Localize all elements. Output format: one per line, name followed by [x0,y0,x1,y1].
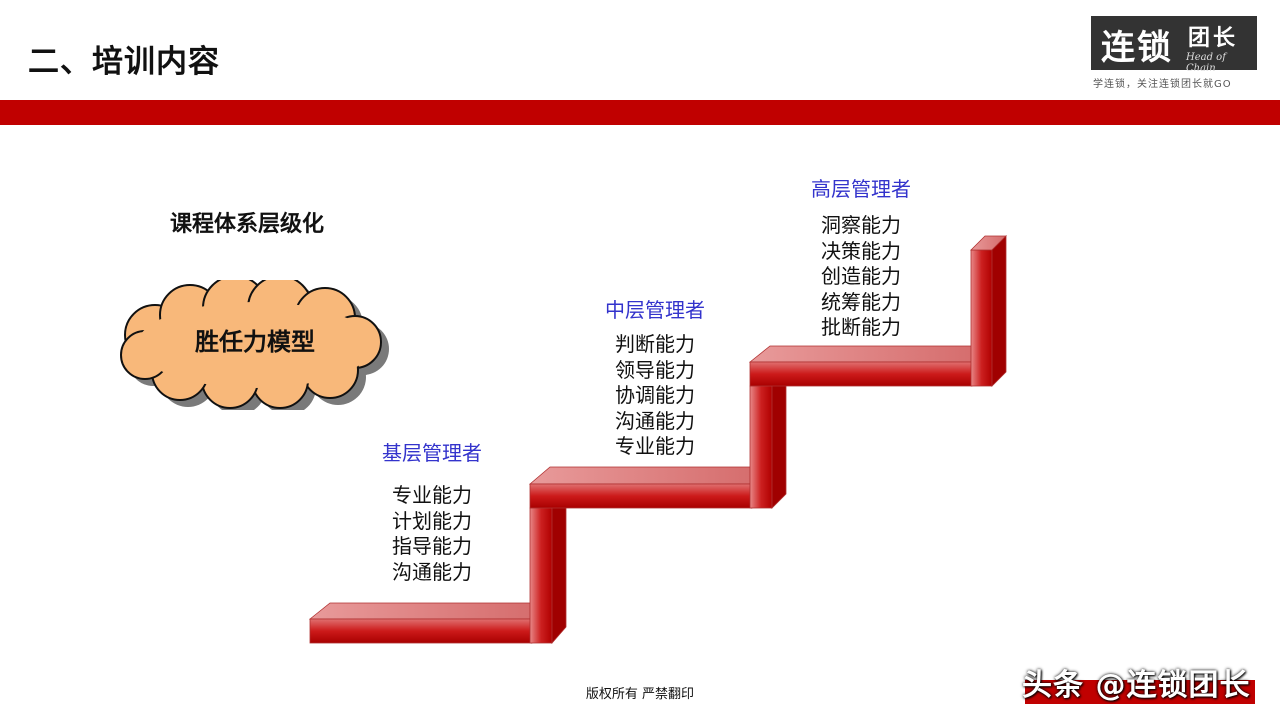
copyright-notice: 版权所有 严禁翻印 [585,687,695,702]
skill-item: 沟通能力 [615,408,695,433]
logo-tagline: 学连锁，关注连锁团长就GO [1093,79,1232,90]
skill-item: 指导能力 [392,534,472,558]
skill-item: 统筹能力 [821,289,901,314]
skill-item: 协调能力 [615,383,695,407]
skill-item: 洞察能力 [821,213,901,237]
step-1-front [309,618,533,644]
skill-item: 专业能力 [392,483,472,507]
level-title-senior: 高层管理者 [811,177,911,201]
skill-item: 判断能力 [615,332,695,356]
skill-item: 计划能力 [392,508,472,533]
logo-text-side: 团长 [1188,26,1239,51]
section-subtitle: 课程体系层级化 [170,212,325,237]
level-title-junior: 基层管理者 [382,441,482,465]
step-2-top [528,466,774,485]
brand-logo: 连锁 团长 Head of Chain [1091,16,1257,74]
logo-text-en: Head of Chain [1186,52,1226,74]
header-divider-bar [0,100,1280,125]
skills-list-senior: 洞察能力 决策能力 创造能力 统筹能力 批断能力 [771,213,951,341]
step-3-front [749,361,973,387]
step-2-front [529,483,753,509]
cloud-shape [120,280,389,410]
step-3-top [748,345,994,363]
skill-item: 批断能力 [821,315,901,339]
skill-item: 沟通能力 [392,559,472,584]
skills-list-middle: 判断能力 领导能力 协调能力 沟通能力 专业能力 [565,332,745,460]
level-title-middle: 中层管理者 [605,298,705,322]
page-title: 二、培训内容 [28,44,220,80]
skill-item: 领导能力 [615,357,695,382]
skill-item: 专业能力 [615,434,695,458]
watermark-bar [1025,680,1255,704]
watermark-text: 头条 @连锁团长 [1022,668,1251,703]
riser-1-front [529,507,553,644]
riser-3-front [970,249,993,387]
riser-2-front [749,385,773,509]
competency-model-label: 胜任力模型 [195,328,315,356]
step-1-top [308,602,554,620]
skill-item: 创造能力 [821,264,901,288]
logo-text-main: 连锁 [1101,28,1173,68]
skills-list-junior: 专业能力 计划能力 指导能力 沟通能力 [342,483,522,585]
skill-item: 决策能力 [821,238,901,263]
